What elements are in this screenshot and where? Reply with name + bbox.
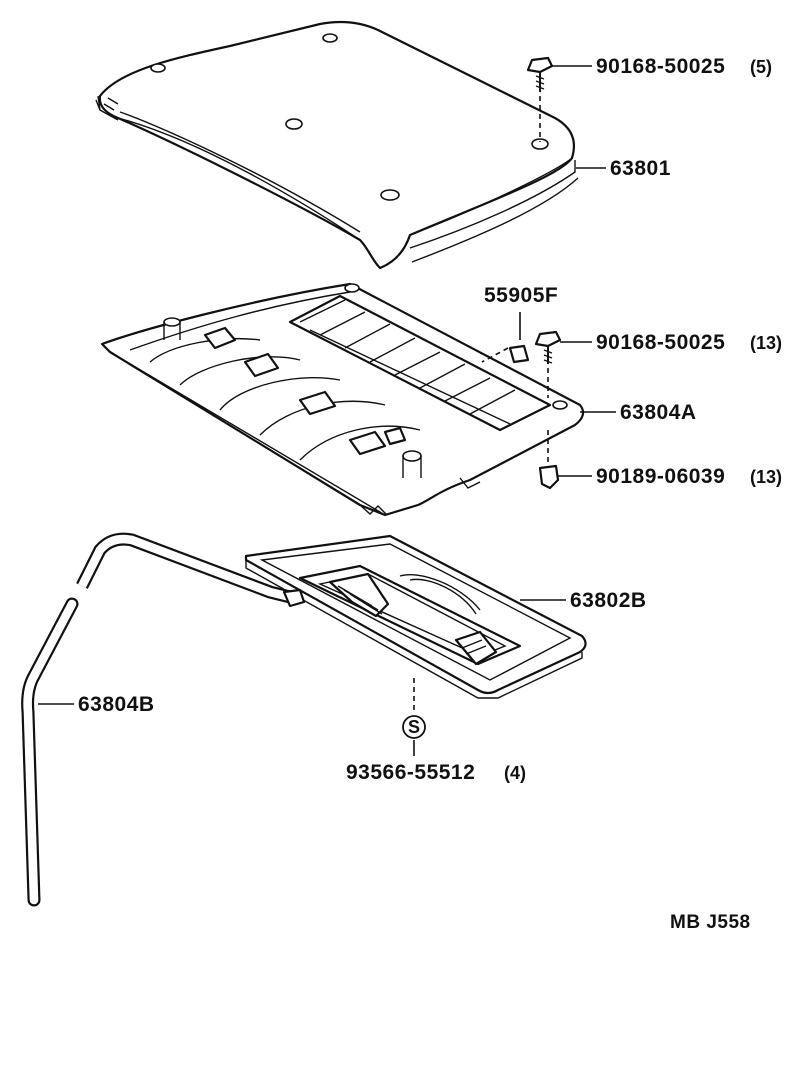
bolt-mid-partno: 90168-50025 xyxy=(596,331,725,354)
bolt-top-icon xyxy=(526,56,554,92)
nut-qty: (13) xyxy=(750,467,782,487)
cover-partno: 63801 xyxy=(610,157,671,180)
hose-partno: 63804B xyxy=(78,693,155,716)
clip-partno: 55905F xyxy=(484,284,558,307)
nut-partno: 90189-06039 xyxy=(596,465,725,488)
hose-part xyxy=(21,532,306,907)
screw-partno: 93566-55512 xyxy=(346,761,475,784)
bolt-mid-qty: (13) xyxy=(750,333,782,353)
diagram-code: MB J558 xyxy=(670,912,751,933)
screw-qty: (4) xyxy=(504,763,526,783)
bolt-top-qty: (5) xyxy=(750,57,772,77)
s-symbol-label: S xyxy=(408,717,420,737)
clip-icon xyxy=(508,344,530,364)
s-symbol-icon xyxy=(402,715,426,739)
clip-guide xyxy=(481,347,509,363)
tray-upper-partno: 63804A xyxy=(620,401,697,424)
nut-icon xyxy=(538,464,560,490)
upper-tray-part xyxy=(100,282,585,517)
bolt-top-partno: 90168-50025 xyxy=(596,55,725,78)
bolt-mid-icon xyxy=(534,330,562,364)
cover-part xyxy=(95,20,579,270)
tray-lower-partno: 63802B xyxy=(570,589,647,612)
lower-tray-part xyxy=(244,534,587,699)
